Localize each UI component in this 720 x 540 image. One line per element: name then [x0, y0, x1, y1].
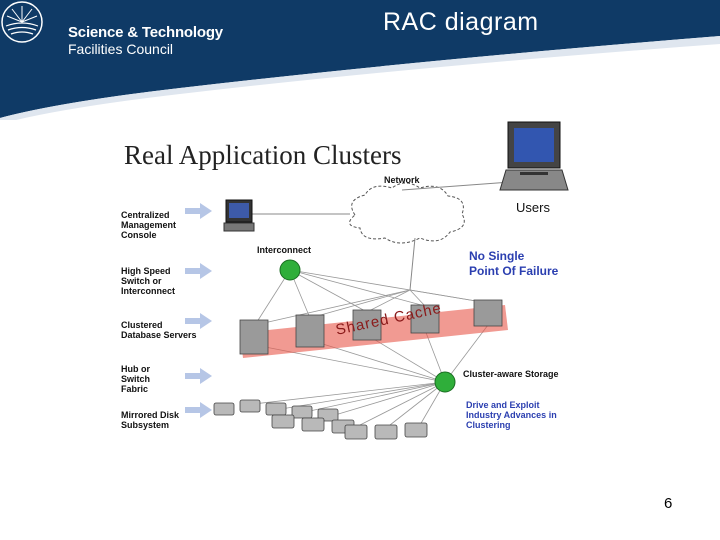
mirrored-disks	[213, 399, 428, 440]
disk-icon	[265, 402, 287, 416]
label-drive-and-exploit: Drive and Exploit Industry Advances in C…	[466, 400, 557, 430]
disk-icon	[271, 414, 295, 429]
label-arrows	[185, 203, 212, 418]
server-icon	[410, 304, 440, 334]
network-links	[252, 181, 511, 291]
label-network: Network	[384, 175, 420, 185]
disk-icon	[301, 417, 325, 432]
disk-icon	[404, 422, 428, 438]
disk-icon	[374, 424, 398, 440]
label-no-single-point-of-failure: No Single Point Of Failure	[469, 249, 559, 278]
disk-icon	[344, 424, 368, 440]
header-band: Science & Technology Facilities Council …	[0, 0, 720, 120]
disk-icon	[291, 405, 313, 419]
stfc-logo-icon	[1, 1, 43, 43]
label-mirrored-disk: Mirrored Disk Subsystem	[121, 410, 180, 430]
label-database-servers: Clustered Database Servers	[121, 320, 197, 340]
server-icon	[473, 299, 503, 327]
disk-icon	[239, 399, 261, 413]
users-computer-icon	[499, 121, 569, 191]
slide-title: RAC diagram	[383, 8, 539, 36]
label-cluster-aware-storage: Cluster-aware Storage	[463, 369, 559, 379]
server-icon	[295, 314, 325, 348]
console-computer-icon	[223, 199, 255, 232]
disk-icon	[213, 402, 235, 416]
org-name-line1: Science & Technology	[68, 24, 223, 41]
storage-hub-icon	[434, 371, 456, 393]
label-switch-fabric: Hub or Switch Fabric	[121, 364, 151, 394]
header-background	[0, 0, 720, 120]
server-icon	[239, 319, 269, 355]
diagram-title: Real Application Clusters	[124, 140, 402, 170]
label-management-console: Centralized Management Console	[121, 210, 177, 240]
network-cloud	[349, 182, 465, 244]
interconnect-switch-icon	[279, 259, 301, 281]
label-users: Users	[516, 200, 550, 215]
server-icon	[352, 309, 382, 341]
database-servers	[239, 299, 503, 355]
org-name-line2: Facilities Council	[68, 41, 174, 57]
page-number: 6	[664, 495, 673, 512]
label-high-speed-switch: High Speed Switch or Interconnect	[121, 266, 176, 296]
label-interconnect: Interconnect	[257, 245, 312, 255]
